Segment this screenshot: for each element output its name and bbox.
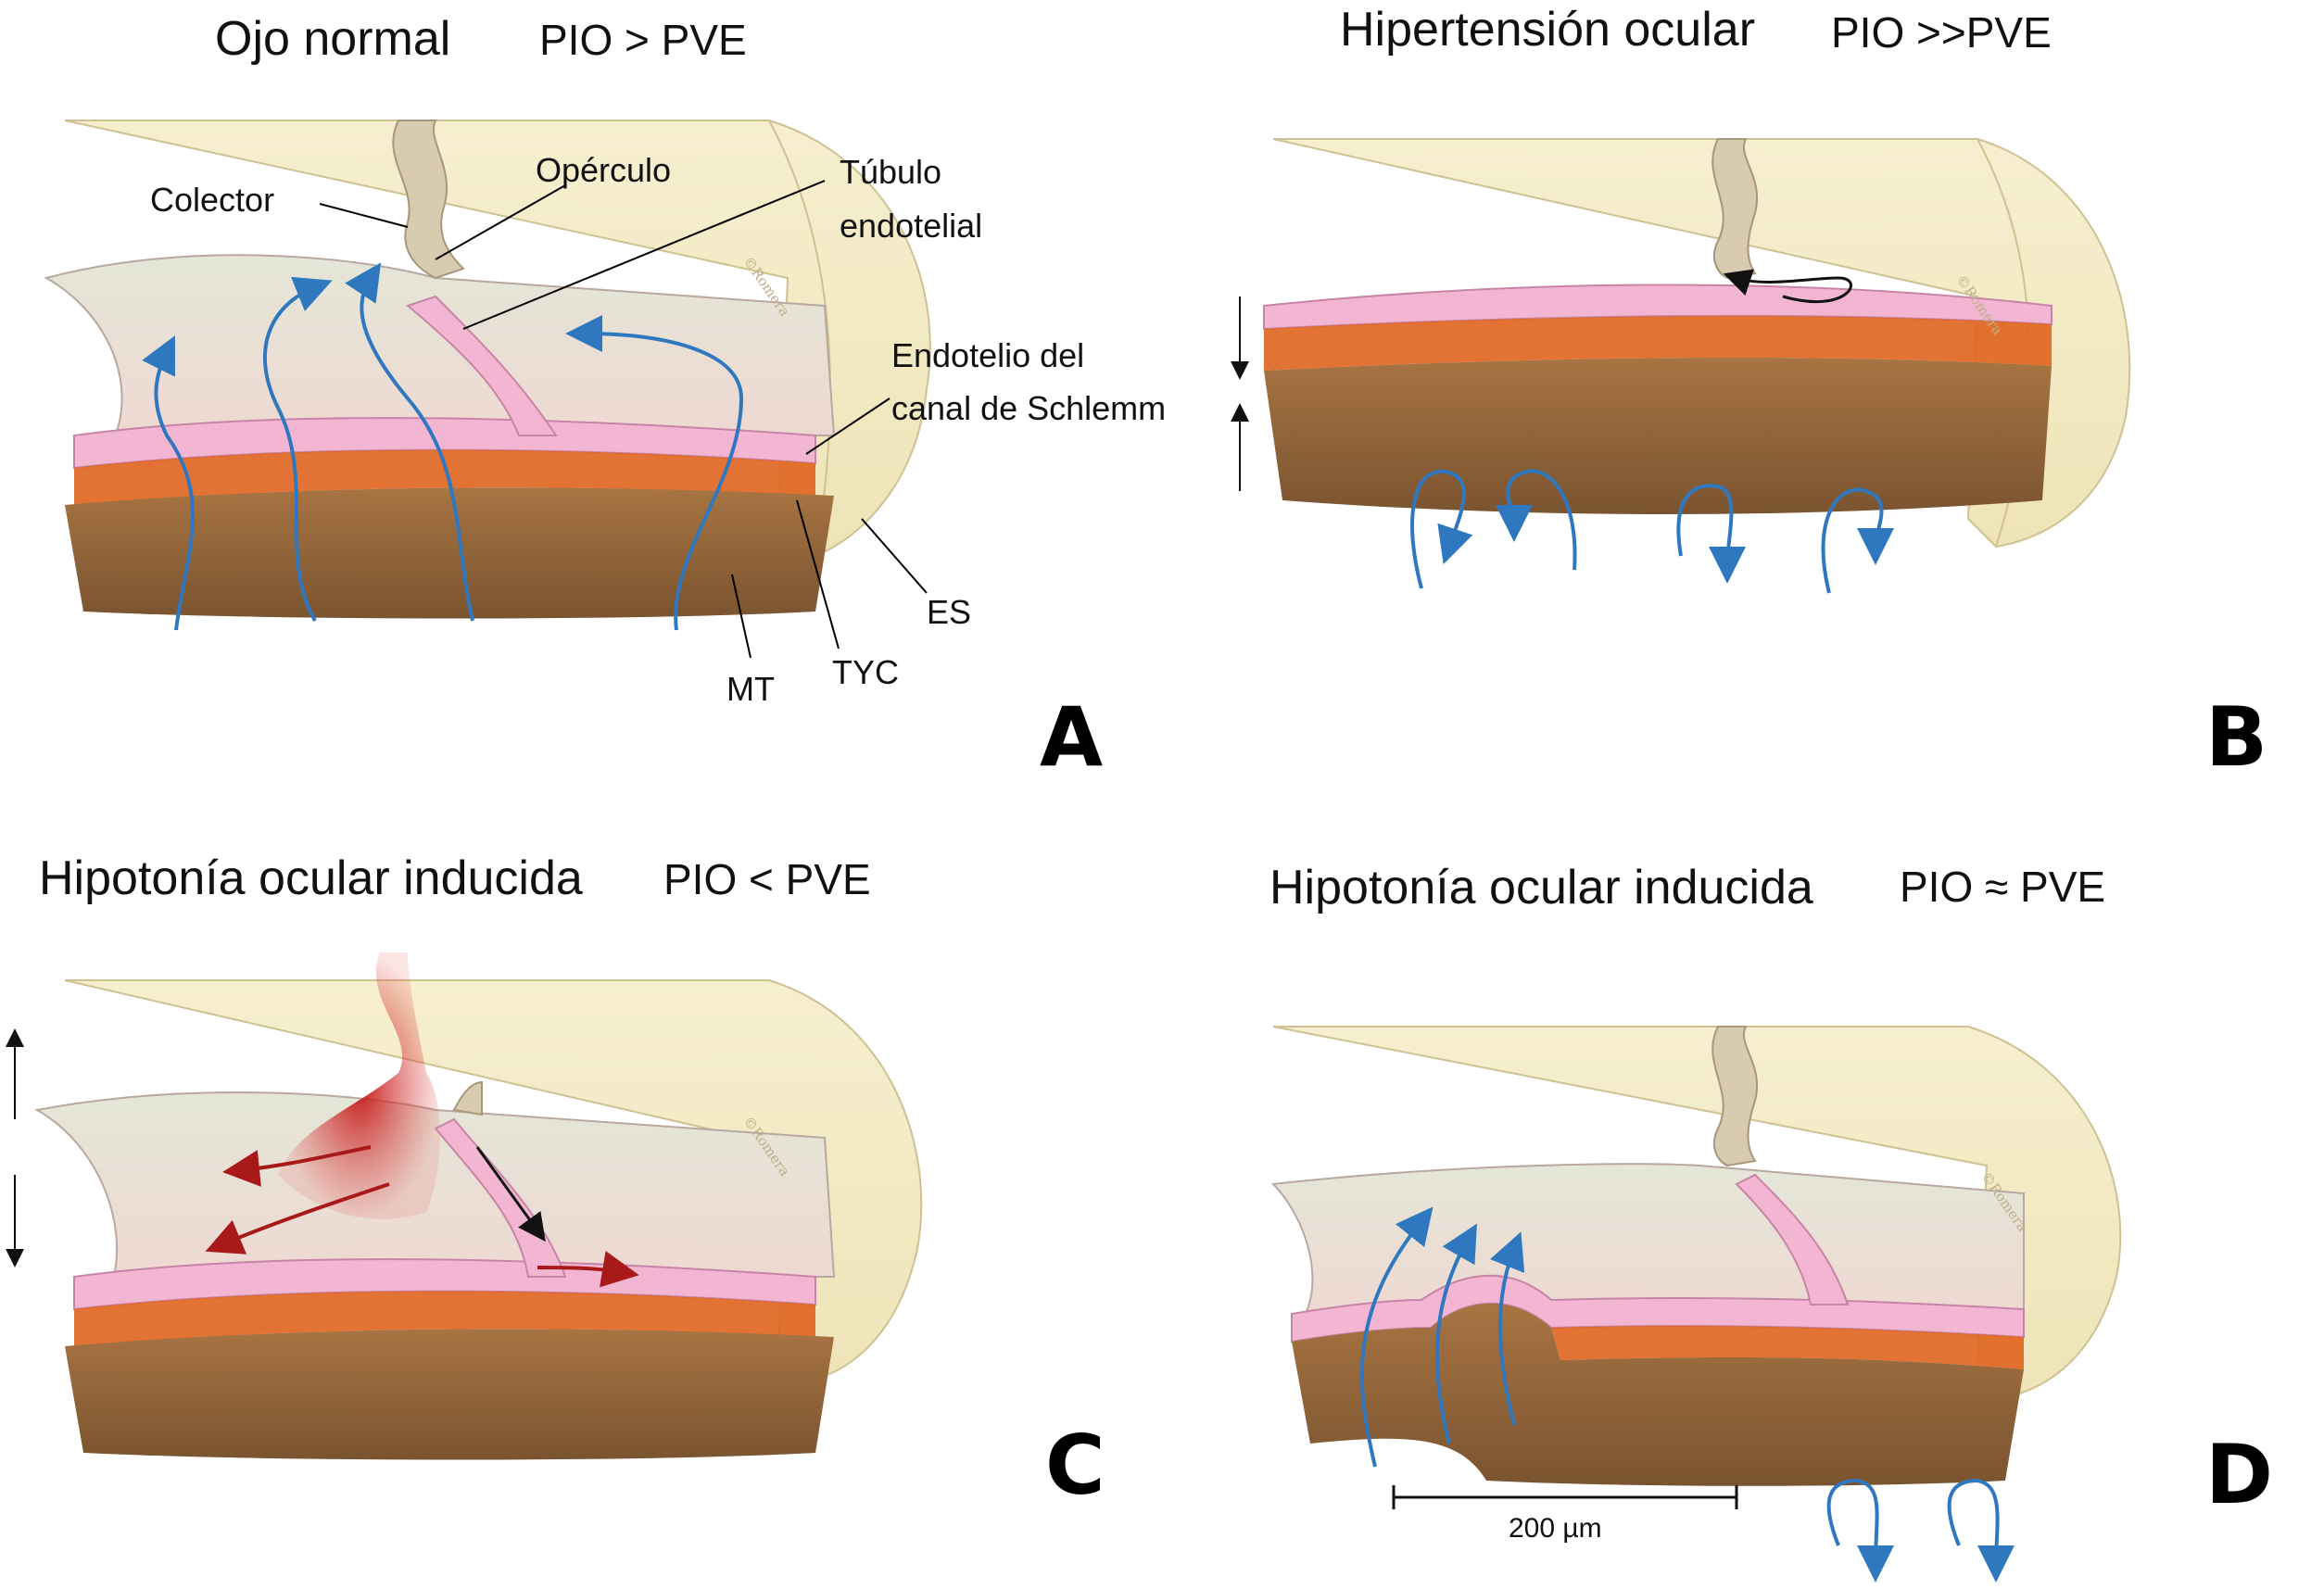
label-operculo: Opérculo (536, 151, 672, 189)
juxtacanalicular-tissue (74, 449, 815, 505)
sclera (1272, 138, 2131, 549)
label-mt: MT (726, 670, 775, 708)
label-endotelio-1: Endotelio del (891, 336, 1085, 374)
label-es: ES (927, 593, 972, 631)
scale-bar (1392, 1485, 1738, 1509)
aqueous-flow-arrow (1676, 484, 1747, 584)
blood-flow-arrow (222, 1145, 372, 1187)
panel-a-condition: PIO > PVE (539, 16, 747, 64)
aqueous-flow-arrow (142, 335, 196, 631)
label-tubulo-1: Túbulo (840, 153, 942, 191)
panel-a: Ojo normal PIO > PVE Colector Opérculo T… (0, 0, 1166, 794)
aqueous-flow-arrow (263, 276, 333, 622)
panel-c-letter: C (1045, 1418, 1105, 1513)
juxtacanalicular-tissue (1264, 315, 2052, 371)
aqueous-flow-arrow (1359, 1206, 1434, 1468)
blood-flow-arrow (537, 1250, 639, 1288)
schlemm-canal (44, 254, 836, 447)
endothelial-tubule (1735, 1173, 1850, 1305)
endothelial-tubule (405, 295, 558, 436)
aqueous-flow-arrow (1434, 1223, 1477, 1444)
pressure-arrow (475, 1146, 546, 1242)
scale-bar-label: 200 µm (1509, 1513, 1602, 1544)
collector-channel (452, 1080, 483, 1116)
trabecular-meshwork (65, 1329, 834, 1460)
blood-reflux (278, 952, 440, 1219)
juxtacanalicular-tissue (74, 1291, 815, 1346)
label-tyc: TYC (832, 653, 899, 691)
sclera (64, 979, 923, 1381)
panel-c: Hipotonía ocular inducida PIO < PVE ©Rom… (0, 795, 1162, 1589)
panel-b-condition: PIO >>PVE (1831, 8, 2052, 57)
sclera (1272, 1026, 2122, 1399)
aqueous-flow-arrow (1410, 469, 1473, 589)
panel-b-letter: B (2205, 689, 2268, 785)
panel-b-title: Hipertensión ocular (1340, 3, 1756, 57)
blood-flow-arrow (205, 1182, 390, 1255)
aqueous-flow-arrow (1495, 469, 1577, 571)
herniation-arrow (1723, 269, 1852, 303)
trabecular-meshwork (1292, 1303, 2024, 1486)
panel-d-title: Hipotonía ocular inducida (1269, 861, 1813, 914)
panel-d-condition: PIO ≈ PVE (1900, 863, 2106, 911)
panel-c-condition: PIO < PVE (663, 855, 871, 903)
aqueous-flow-arrow (565, 315, 744, 631)
collector-channel (1711, 1026, 1758, 1167)
trabecular-meshwork (65, 487, 834, 619)
aqueous-flow-arrow (345, 262, 474, 622)
aqueous-flow-arrow (1821, 487, 1895, 594)
trabecular-meshwork (1264, 357, 2052, 514)
panel-b: Hipertensión ocular PIO >>PVE ©Romera B (1162, 0, 2324, 794)
panel-a-letter: A (1040, 689, 1104, 785)
aqueous-flow-arrow (1947, 1478, 2015, 1583)
panel-c-illustration (6, 952, 923, 1460)
panel-d-illustration (1270, 1026, 2122, 1583)
panel-d: Hipotonía ocular inducida PIO ≈ PVE 200 … (1162, 795, 2324, 1589)
aqueous-flow-arrow (1826, 1478, 1895, 1583)
panel-a-illustration (44, 120, 931, 659)
panel-a-title: Ojo normal (215, 12, 451, 66)
collector-channel (392, 120, 465, 280)
aqueous-flow-arrow (1490, 1231, 1525, 1426)
label-colector: Colector (150, 181, 275, 219)
panel-c-title: Hipotonía ocular inducida (39, 851, 583, 905)
panel-d-letter: D (2205, 1427, 2274, 1522)
label-endotelio-2: canal de Schlemm (891, 389, 1167, 427)
label-tubulo-2: endotelial (840, 207, 983, 245)
juxtacanalicular-tissue (1551, 1326, 2024, 1369)
sclera (64, 120, 931, 558)
panel-b-illustration (1231, 138, 2131, 594)
